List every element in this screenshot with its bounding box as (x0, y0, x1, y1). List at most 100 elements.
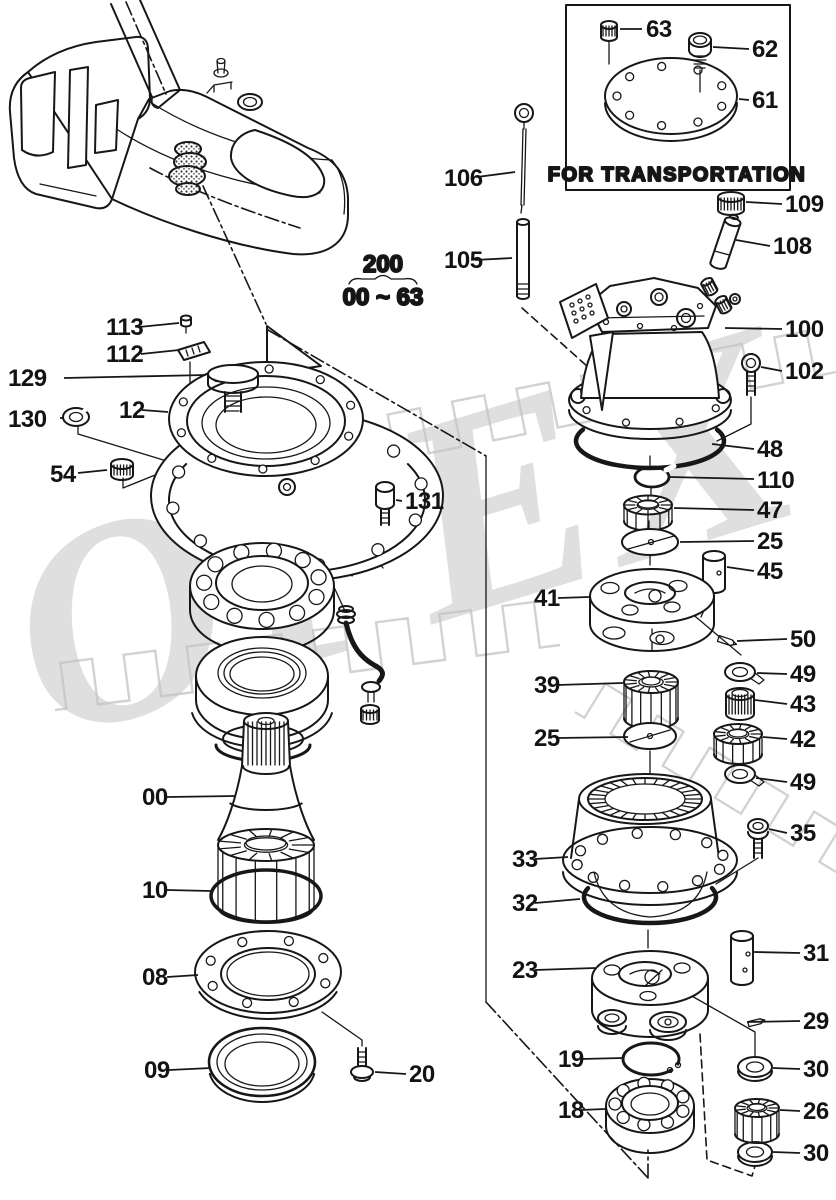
machine-handrail (206, 81, 233, 94)
leader-48 (711, 443, 755, 450)
machine-filler-cap (237, 93, 263, 111)
part-09-seal-ring (207, 1026, 317, 1103)
part-108-handle (709, 213, 742, 270)
callout-20: 20 (409, 1061, 435, 1088)
leader-131 (395, 499, 403, 502)
part-113-screw (180, 314, 192, 334)
leader-18 (580, 1108, 606, 1111)
leader-20 (374, 1071, 407, 1075)
leader-106 (476, 171, 516, 178)
leader-54 (77, 469, 108, 474)
leader-31 (753, 951, 801, 954)
machine-swing-motor-location (168, 141, 207, 196)
machine-illustration (8, 0, 350, 256)
callout-130: 130 (8, 406, 47, 433)
part-43-needle-bearing (725, 687, 755, 721)
leader-26 (779, 1109, 801, 1112)
callout-45: 45 (757, 558, 783, 585)
assembly-reference: 200 00 ~ 63 (342, 250, 425, 312)
inset-caption: FOR TRANSPORTATION (548, 164, 806, 186)
part-109-cap (717, 191, 745, 216)
part-63-plug (600, 20, 618, 65)
callout-49-b: 49 (790, 769, 816, 796)
part-129-bolt (207, 364, 259, 413)
part-08-plate (194, 930, 342, 1021)
leader-35 (768, 828, 788, 834)
part-20-bolt (350, 1047, 374, 1082)
leader-25-b (556, 736, 629, 739)
leader-12 (141, 409, 169, 413)
part-110-snap-ring (633, 463, 677, 489)
leader-23 (534, 967, 596, 971)
callout-129: 129 (8, 365, 47, 392)
callout-32: 32 (512, 890, 538, 917)
leader-49-b (755, 777, 788, 783)
part-131-bolt (375, 481, 395, 526)
part-42-planet-gear-1 (713, 723, 763, 765)
callout-113: 113 (106, 314, 143, 341)
callout-10: 10 (142, 877, 168, 904)
callout-29: 29 (803, 1008, 829, 1035)
callout-61: 61 (752, 87, 778, 114)
leader-47 (673, 507, 755, 511)
part-49-thrust-washer-lower (724, 764, 765, 787)
leader-lines (60, 28, 801, 1154)
part-62-bolt (688, 32, 712, 93)
machine-tank-top (229, 129, 326, 198)
part-105-level-gauge-tube (516, 218, 530, 300)
leader-33 (534, 856, 569, 860)
leader-61 (738, 98, 750, 101)
callout-110: 110 (757, 467, 794, 494)
leader-39 (556, 682, 624, 686)
callout-50: 50 (790, 626, 816, 653)
line-art: 200 00 ~ 63 FOR TRANSPORTATION (8, 0, 806, 1179)
callout-26: 26 (803, 1098, 829, 1125)
callout-102: 102 (785, 358, 824, 385)
leader-49-a (756, 672, 788, 675)
callout-19: 19 (558, 1046, 584, 1073)
callout-12: 12 (119, 397, 145, 424)
part-39-sun-gear-2 (623, 670, 679, 730)
leader-09 (168, 1067, 212, 1071)
callout-106: 106 (444, 165, 483, 192)
leader-29 (746, 1020, 801, 1023)
leader-00 (166, 795, 236, 798)
part-61-cover-plate (604, 57, 738, 135)
callout-25-a: 25 (757, 528, 783, 555)
part-49-thrust-washer-upper (724, 662, 765, 685)
part-10-o-ring (209, 868, 323, 924)
callout-109: 109 (785, 191, 824, 218)
callout-112: 112 (106, 341, 143, 368)
callout-108: 108 (773, 233, 812, 260)
callout-31: 31 (803, 940, 829, 967)
leader-109 (745, 201, 783, 205)
part-19-snap-ring (621, 1041, 685, 1077)
motor-port-face (559, 283, 609, 339)
motor-hose-nipple-1 (700, 276, 719, 297)
leader-32 (534, 898, 581, 904)
callout-41: 41 (534, 585, 560, 612)
callout-08: 08 (142, 964, 168, 991)
part-30-thrust-washer-upper (737, 1056, 773, 1082)
leader-112 (140, 349, 180, 355)
callout-42: 42 (790, 726, 816, 753)
part-30-thrust-washer-lower (737, 1141, 773, 1167)
part-54-plug (110, 458, 134, 481)
motor-hose-nipple-2 (714, 294, 733, 315)
part-50-spring-pin (716, 635, 738, 647)
part-41-carrier-1 (589, 568, 715, 652)
part-32-o-ring (581, 885, 719, 926)
part-12-housing (150, 361, 444, 582)
part-25-thrust-plate-lower (623, 722, 677, 750)
callout-131: 131 (405, 488, 444, 515)
callout-47: 47 (757, 497, 783, 524)
callout-62: 62 (752, 36, 778, 63)
leader-100 (724, 327, 783, 330)
part-05-roller-bearing (189, 542, 335, 654)
callout-30-b: 30 (803, 1140, 829, 1167)
callout-33: 33 (512, 846, 538, 873)
part-25-thrust-plate-upper (621, 528, 679, 556)
callout-30-a: 30 (803, 1056, 829, 1083)
callout-48: 48 (757, 436, 783, 463)
